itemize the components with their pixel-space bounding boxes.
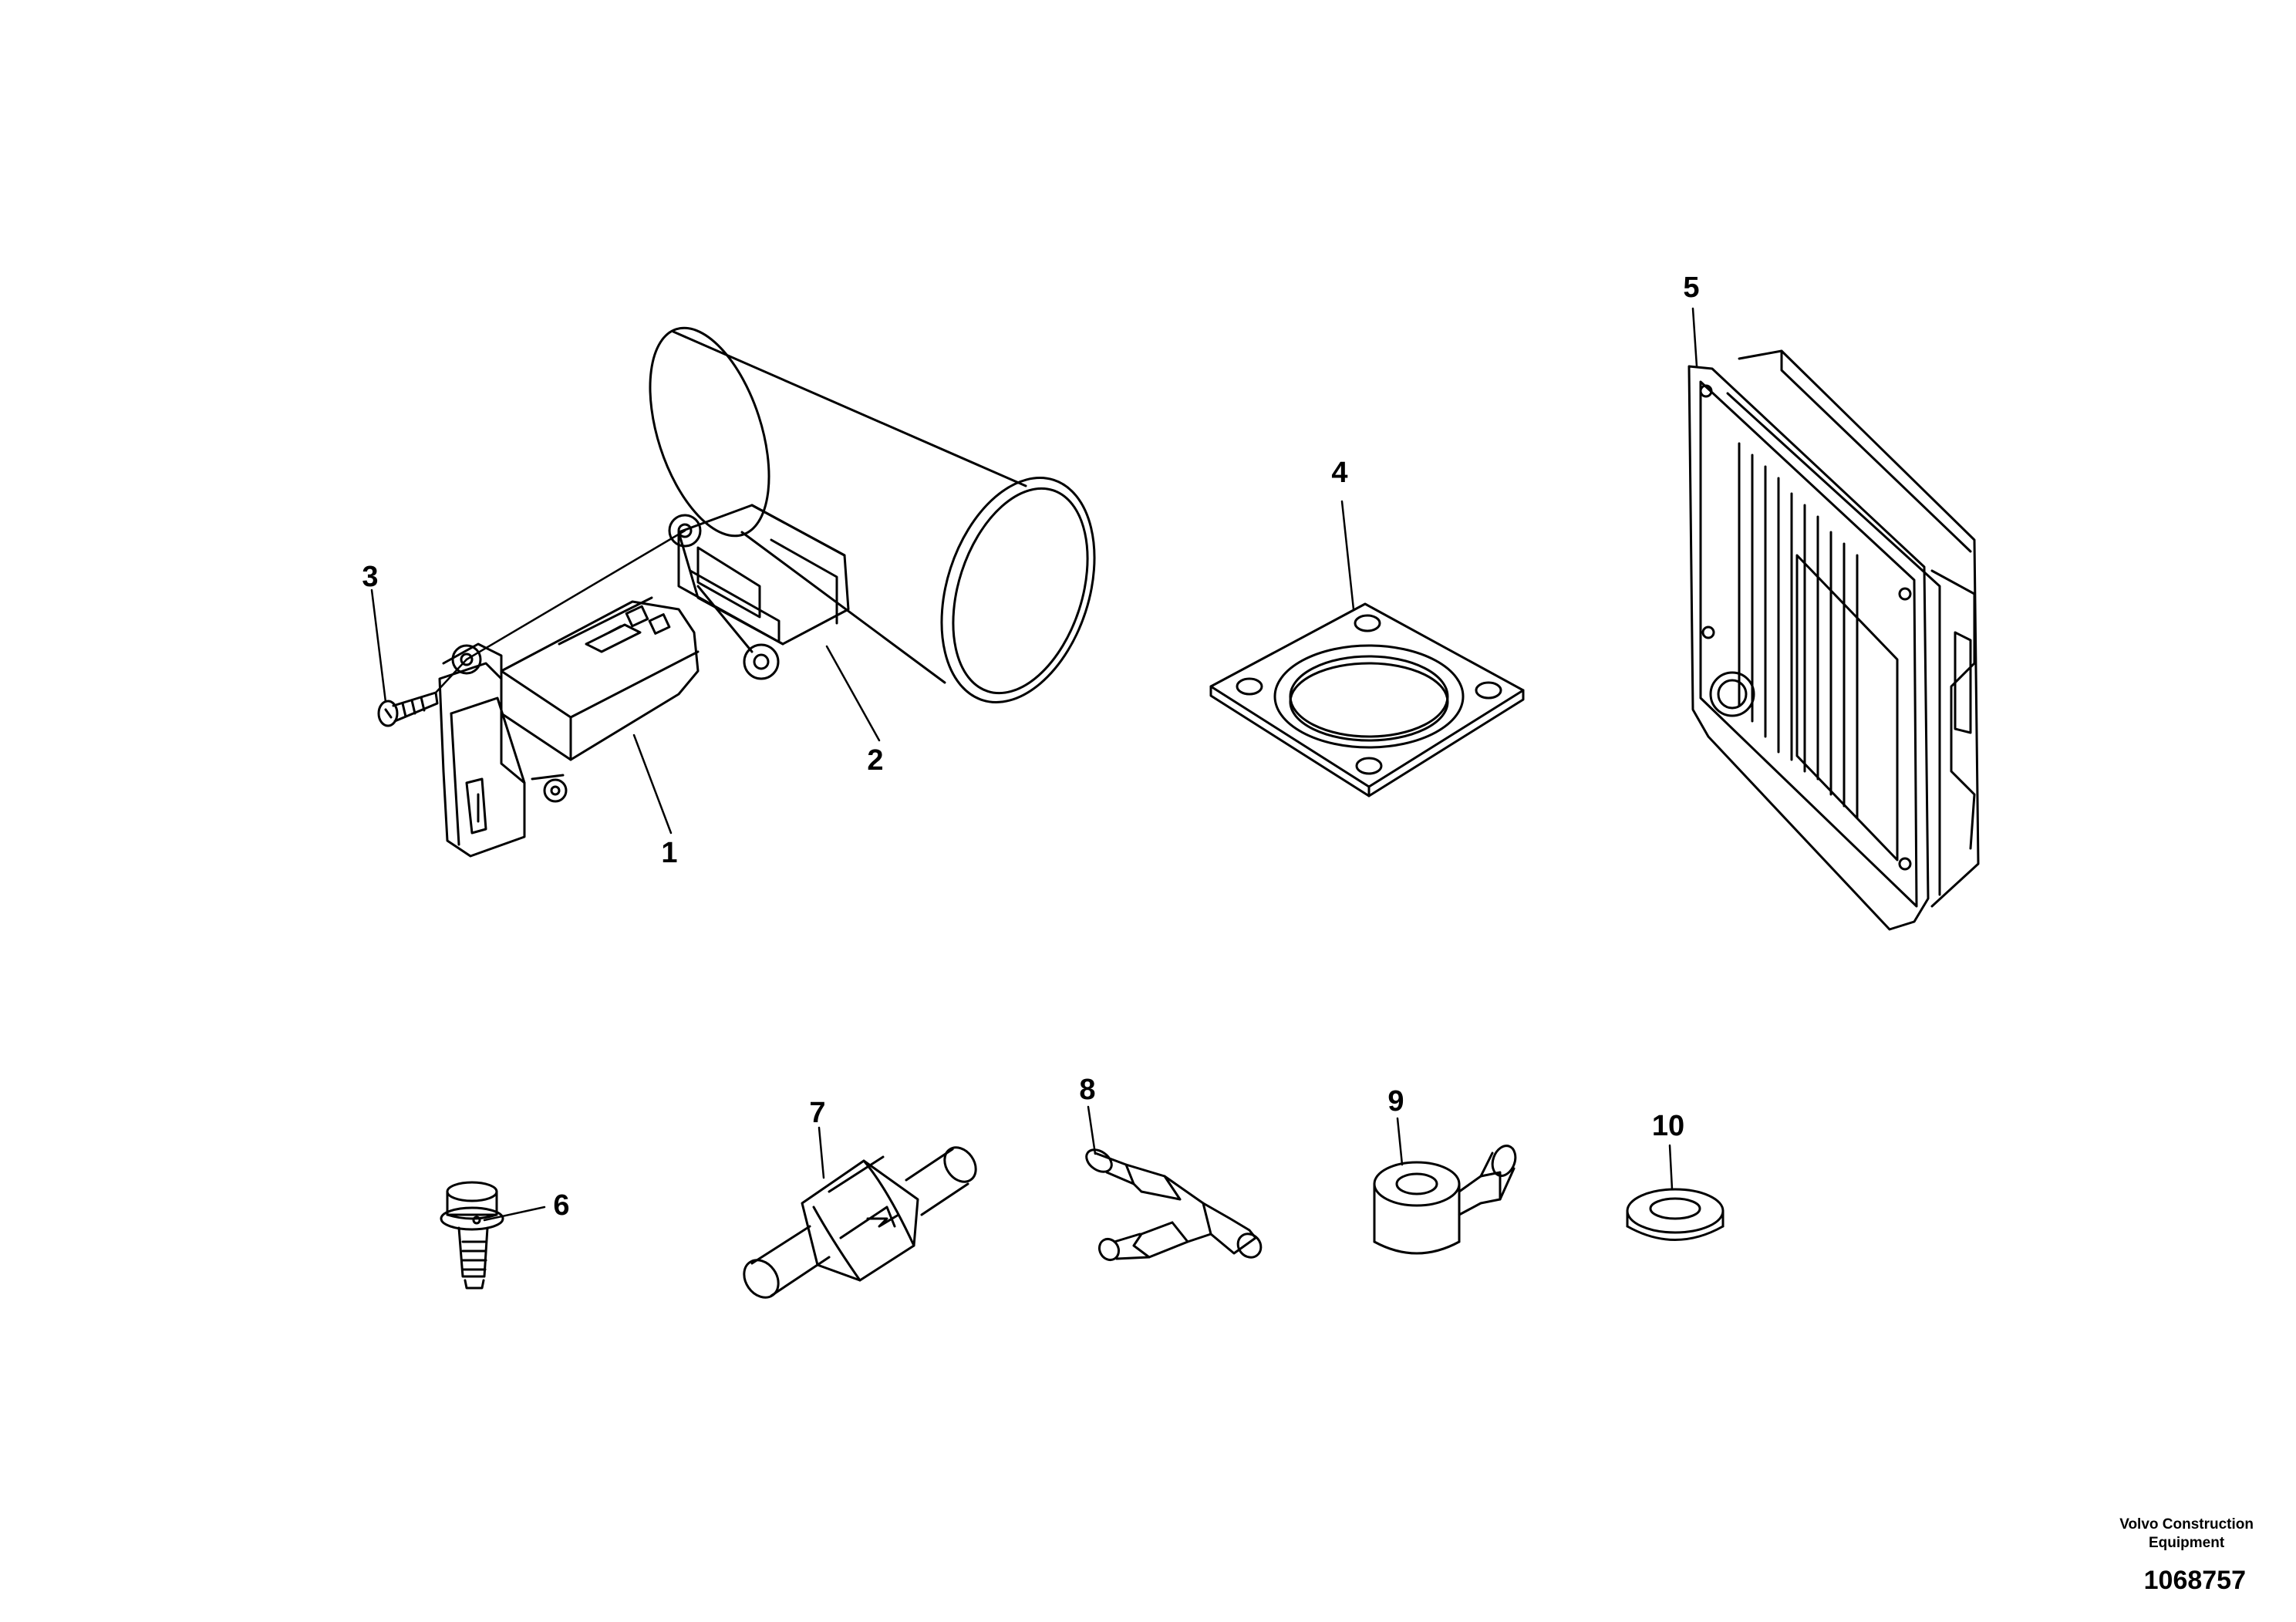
part-4-gasket — [1211, 604, 1523, 796]
leader-4 — [1340, 500, 1355, 611]
part-5-control-unit — [1689, 351, 1978, 929]
part-10-washer — [1627, 1189, 1723, 1240]
leader-6 — [483, 1206, 546, 1222]
part-1-air-mass-sensor — [440, 531, 698, 856]
part-3-screw — [379, 659, 467, 726]
leader-5 — [1691, 307, 1698, 368]
part-9-banjo-fitting — [1374, 1142, 1519, 1253]
leader-3 — [370, 588, 387, 703]
callout-5: 5 — [1683, 271, 1699, 304]
leader-10 — [1668, 1144, 1674, 1191]
callout-1: 1 — [661, 837, 677, 869]
callout-2: 2 — [867, 744, 883, 777]
brand-line-1: Volvo Construction — [2119, 1516, 2254, 1533]
callout-labels: 1 2 3 4 5 6 7 8 9 10 — [362, 271, 1699, 1222]
callout-6: 6 — [553, 1189, 569, 1222]
part-7-check-valve — [737, 1141, 983, 1304]
callout-4: 4 — [1331, 457, 1347, 489]
leader-1 — [632, 733, 673, 835]
brand-line-2: Equipment — [2149, 1535, 2225, 1551]
part-2-sensor-housing — [627, 313, 1121, 722]
leader-9 — [1396, 1117, 1404, 1166]
leader-2 — [825, 645, 881, 742]
brand-label: Volvo Construction Equipment — [2119, 1516, 2254, 1553]
leader-lines — [370, 307, 1698, 1222]
leader-7 — [818, 1126, 825, 1179]
callout-3: 3 — [362, 561, 378, 593]
leader-8 — [1087, 1105, 1097, 1155]
callout-10: 10 — [1652, 1110, 1684, 1142]
part-8-t-connector — [1082, 1145, 1266, 1263]
callout-7: 7 — [809, 1097, 825, 1129]
callout-8: 8 — [1079, 1074, 1095, 1106]
part-6-flange-bolt — [441, 1182, 503, 1288]
document-number: 1068757 — [2143, 1566, 2246, 1595]
callout-9: 9 — [1387, 1085, 1404, 1118]
